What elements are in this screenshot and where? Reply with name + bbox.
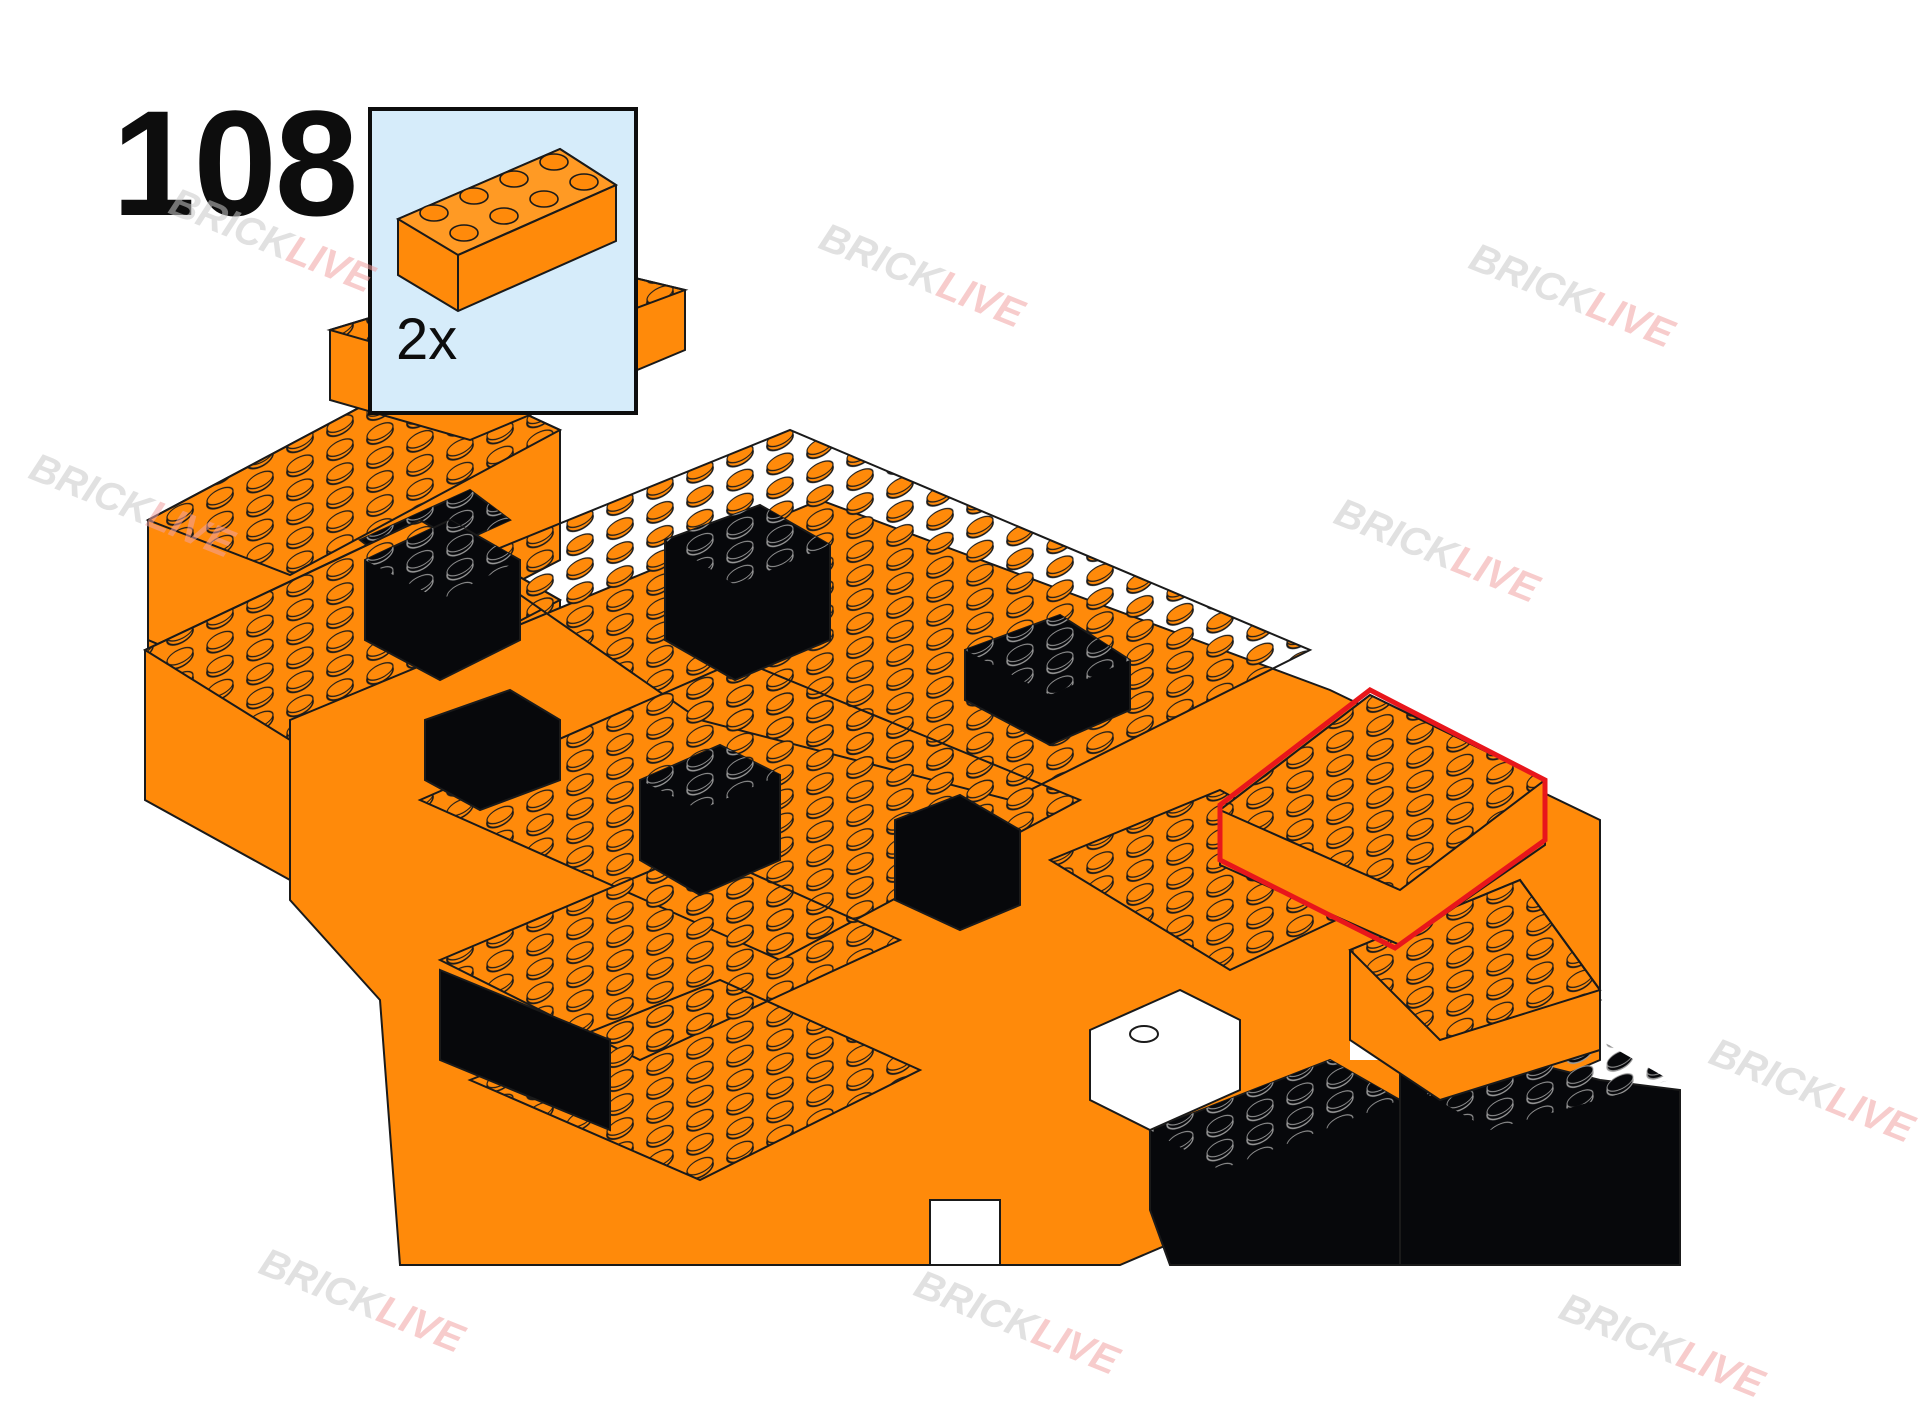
- black-brick-studs: [365, 505, 1670, 1170]
- new-brick-highlight: [1217, 687, 1548, 951]
- part-2x4-orange-brick-icon: [395, 147, 619, 313]
- step-number: 108: [112, 79, 358, 247]
- parts-callout: 2x: [368, 107, 638, 415]
- part-quantity: 2x: [396, 307, 458, 372]
- instruction-page: 108 2x: [23, 79, 1920, 1407]
- white-bricks: [929, 988, 1400, 1266]
